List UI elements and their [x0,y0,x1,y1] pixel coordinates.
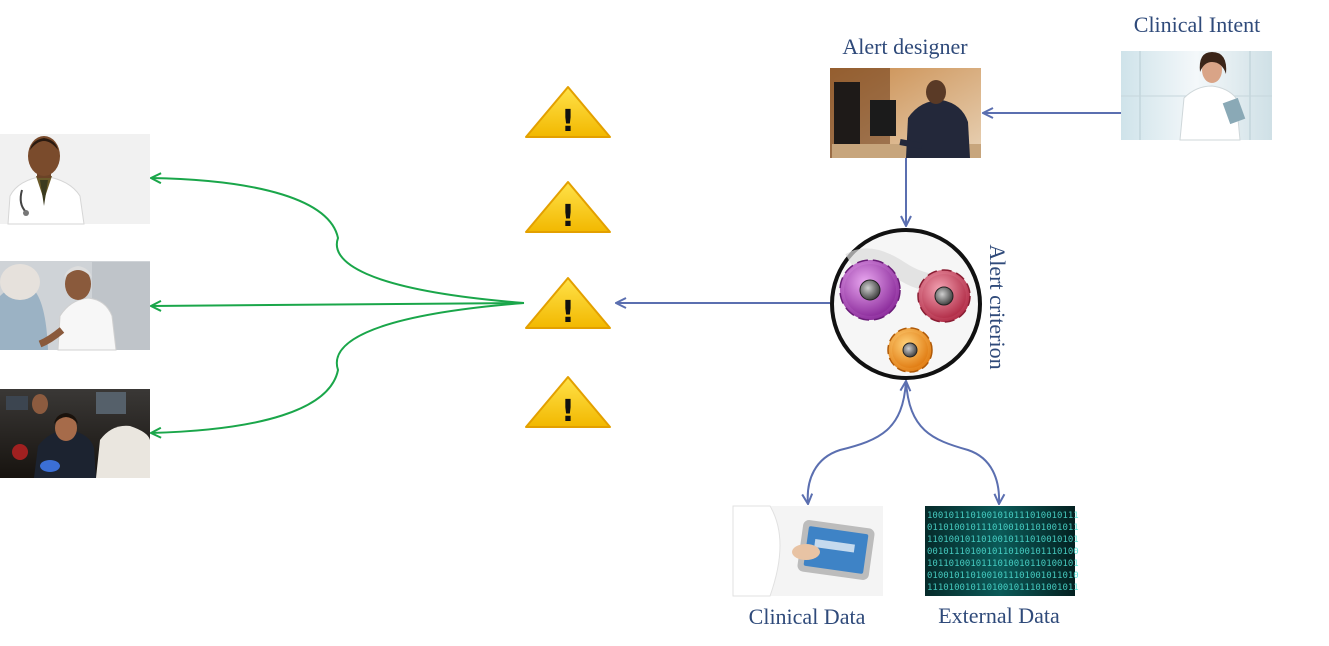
clinical-intent-doctor-photo-icon [1121,51,1272,141]
clinical-intent-label: Clinical Intent [1134,12,1260,37]
doctor-with-patient-photo-icon [0,261,150,351]
svg-text:1101001011010010111010010101: 1101001011010010111010010101 [927,535,1079,545]
svg-text:0100101101001011101001011010: 0100101101001011101001011010 [927,571,1079,581]
blue-arrows [616,113,1121,504]
svg-text:1110100101101001011101001011: 1110100101101001011101001011 [927,583,1079,593]
warning-symbol: ! [561,394,575,429]
svg-text:0110100101110100101101001011: 0110100101110100101101001011 [927,523,1079,533]
tablet-clinical-data-photo-icon [732,505,883,597]
warning-triangle-icon: ! [525,86,611,139]
svg-text:1001011101001010111010010111: 1001011101001010111010010111 [927,511,1079,521]
warning-symbol: ! [561,295,575,330]
purple-gear [839,259,901,321]
arrow-criterion-external-data [905,380,999,504]
paramedic-photo-icon [0,389,150,478]
doctor-photo-icon [0,134,150,225]
alert-criterion-label: Alert criterion [985,244,1010,369]
external-data-label: External Data [938,603,1060,628]
svg-text:1011010010111010010110100101: 1011010010111010010110100101 [927,559,1079,569]
arrow-to-doctor [151,178,525,304]
orange-gear [887,327,933,373]
warning-triangle-icon: ! [525,277,611,330]
warning-triangle-icon: ! [525,181,611,234]
alert-designer-photo-icon [830,68,981,158]
arrow-to-paramedic [151,302,525,433]
binary-data-photo-icon: 1001011101001010111010010111 01101001011… [925,506,1079,596]
gears-icon [830,228,982,380]
warning-triangle-icon: ! [525,376,611,429]
warning-symbol: ! [561,104,575,139]
arrow-criterion-clinical-data [808,381,906,504]
svg-text:0010111010010110100101110100: 0010111010010110100101110100 [927,547,1079,557]
green-arrows [151,178,525,433]
clinical-data-label: Clinical Data [749,604,866,629]
arrow-to-doctor-with-patient [151,303,525,306]
red-gear [917,269,971,323]
warning-symbol: ! [561,199,575,234]
alert-designer-label: Alert designer [842,34,968,59]
